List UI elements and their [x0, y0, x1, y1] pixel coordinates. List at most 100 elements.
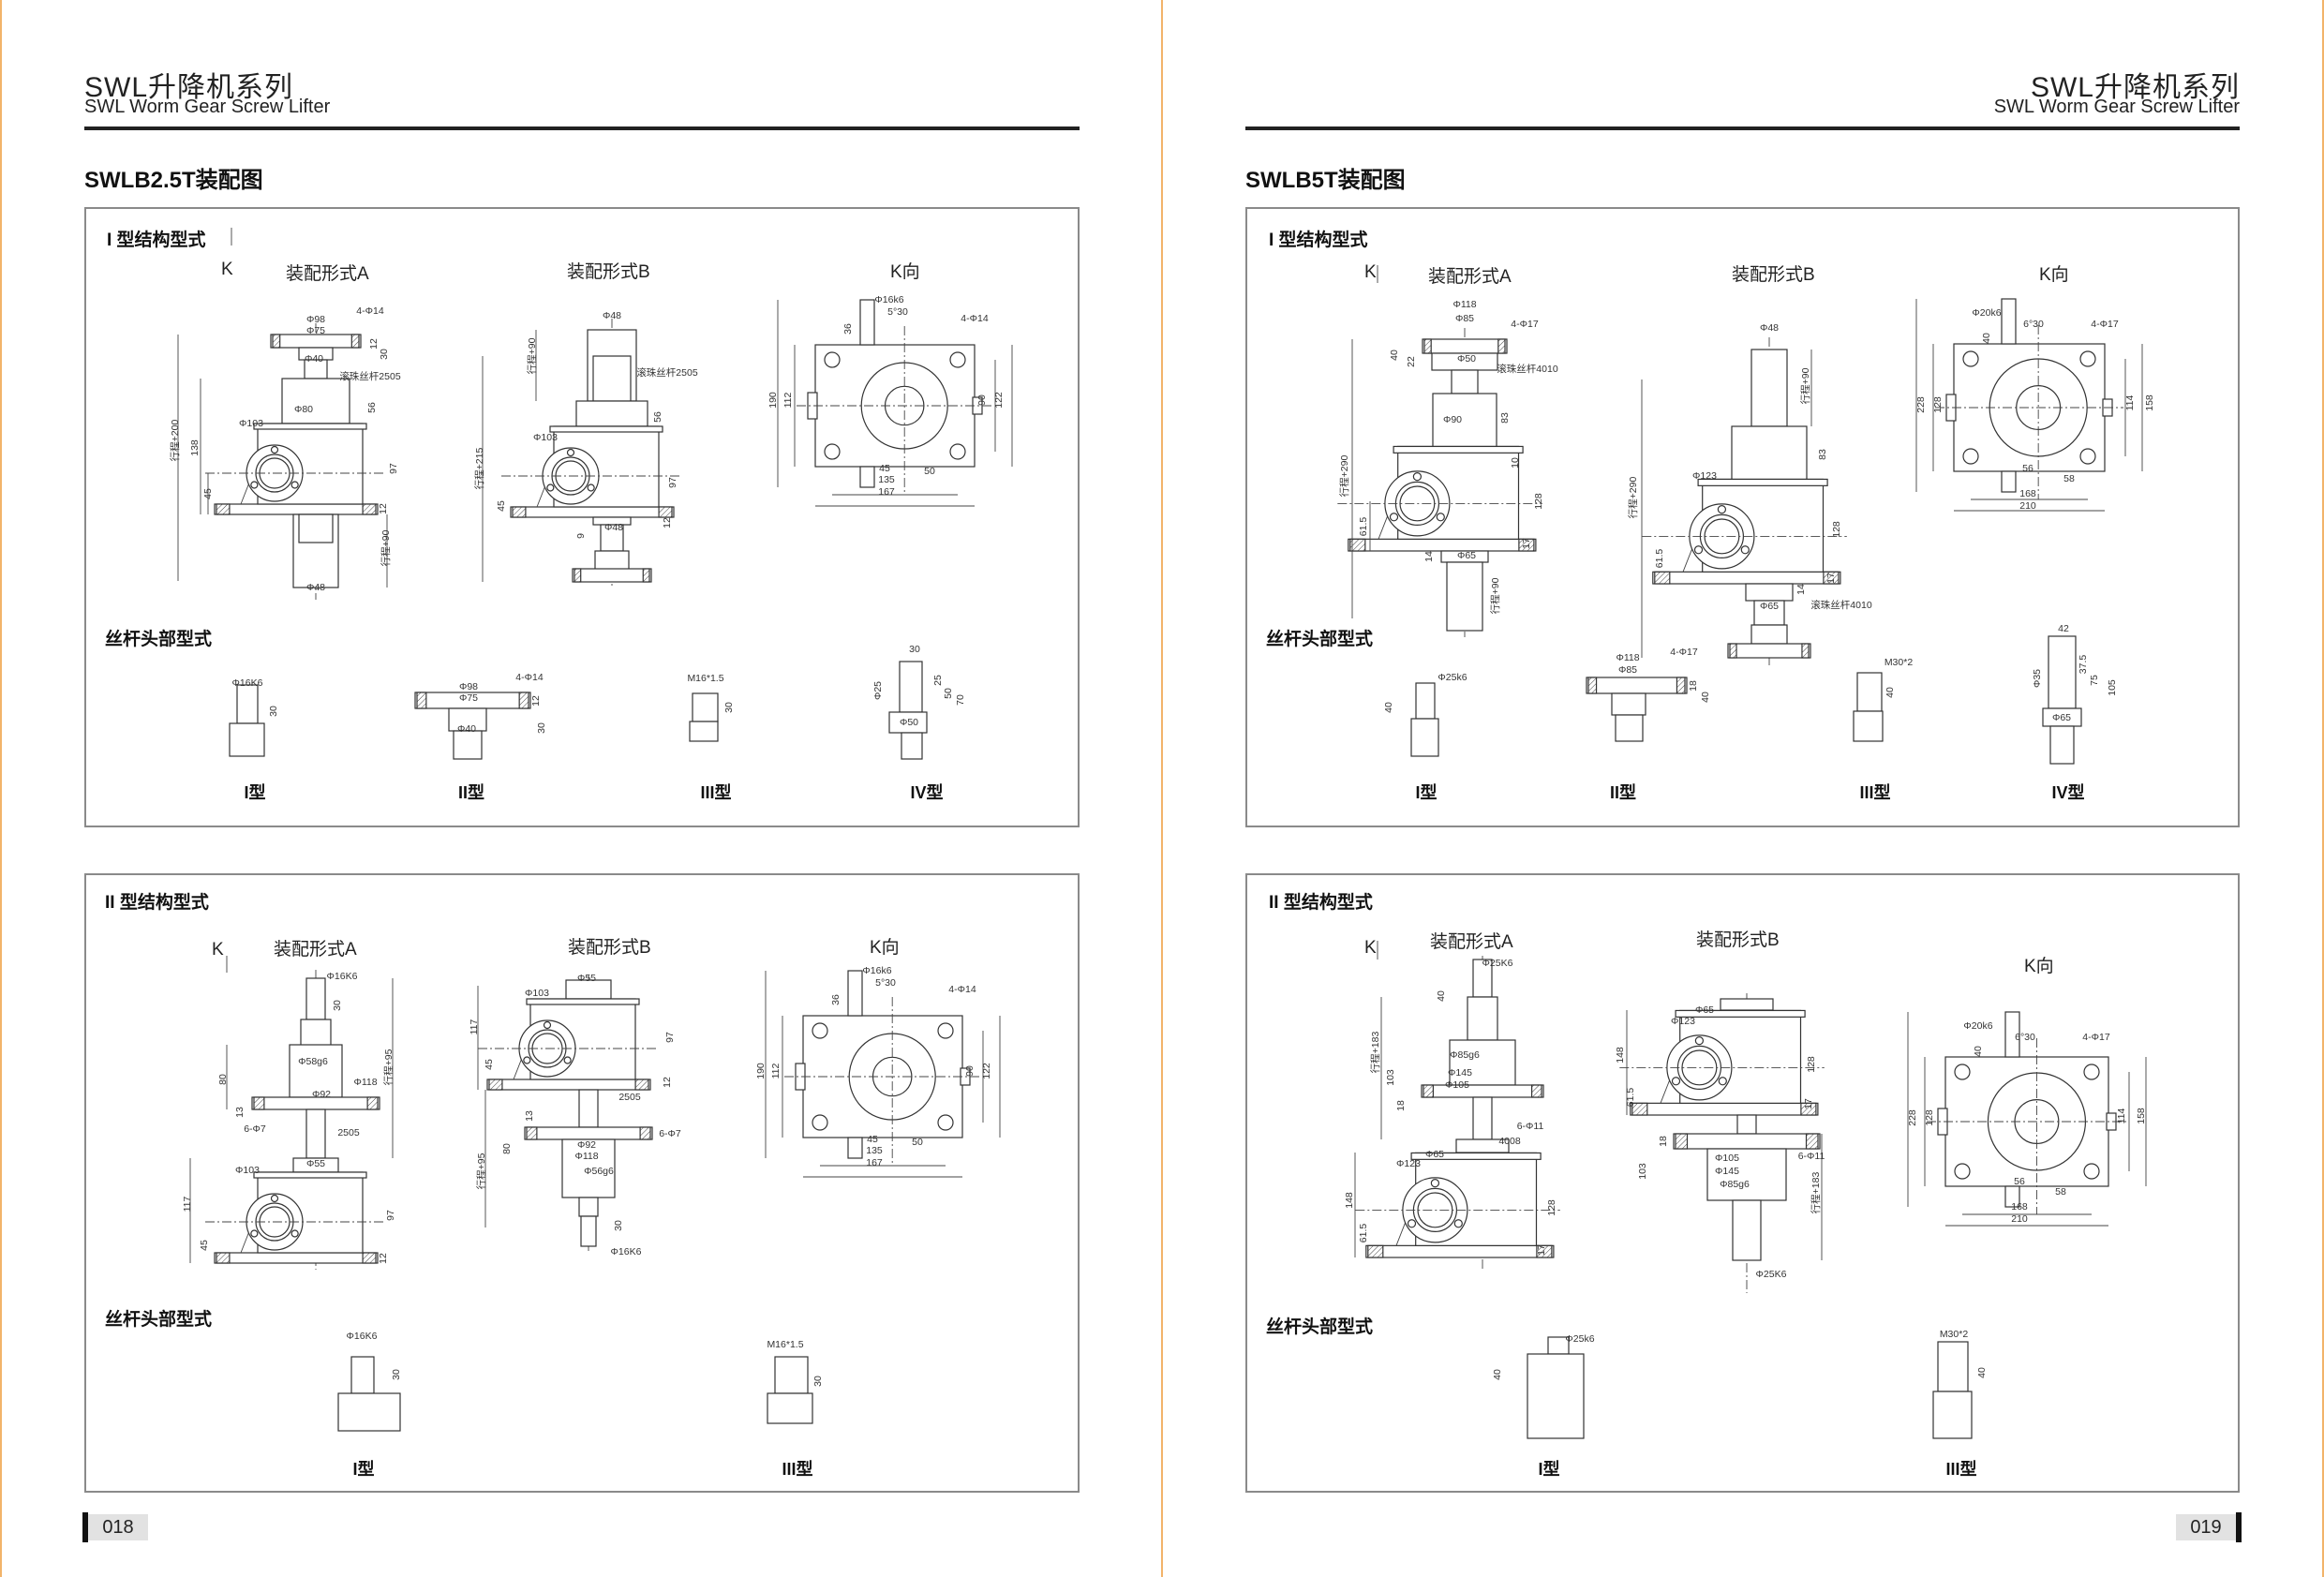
hatch-section [526, 1126, 538, 1140]
bolt-hole-icon [546, 484, 555, 492]
k-view-label: K向 [2024, 957, 2054, 976]
head-i-body [1527, 1353, 1585, 1439]
upper-housing [1432, 393, 1497, 448]
dimension-label: 128 [1932, 396, 1944, 413]
base-flange [1365, 1244, 1555, 1258]
dimension-label: 40 [1981, 333, 1992, 344]
dimension-label: Φ123 [1671, 1016, 1695, 1027]
dimension-label: 168 [2011, 1201, 2028, 1213]
dimension-label: M30*2 [1885, 657, 1914, 668]
head-iii-stub [689, 721, 719, 742]
k-view-label: K向 [2039, 265, 2069, 285]
dimension-label: 45 [199, 1240, 210, 1251]
dimension-label: Φ98 [459, 681, 478, 692]
ball-screw [1736, 1114, 1757, 1135]
header-subtitle: SWL Worm Gear Screw Lifter [84, 97, 331, 117]
bolt-hole-icon [1718, 1077, 1727, 1086]
head-iii-stub [767, 1392, 813, 1424]
hatch-section [1587, 677, 1598, 694]
mount-flange [1421, 1084, 1544, 1098]
hatch-section [362, 1252, 377, 1264]
bolt-hole-icon [1430, 1179, 1440, 1188]
hatch-section [658, 506, 673, 518]
page-fold-line [1161, 0, 1163, 1577]
dimension-label: 103 [1637, 1163, 1648, 1180]
dimension-label: 17 [1825, 573, 1837, 584]
upper-housing [281, 378, 350, 424]
dimension-label: 36 [830, 994, 842, 1005]
mount-hole-icon [949, 443, 966, 460]
bolt-hole-icon [290, 481, 299, 489]
head-i-stub [337, 1392, 401, 1432]
bolt-hole-icon [543, 1020, 552, 1030]
dimension-label: Φ16K6 [327, 971, 358, 982]
page-number: 019 [2176, 1514, 2236, 1540]
shaft [1732, 1199, 1762, 1261]
head-iv-clevis [2048, 635, 2077, 709]
head-type-label: III型 [782, 1459, 812, 1479]
mount-hole-icon [2079, 448, 2096, 465]
hatch-section [1530, 1084, 1542, 1098]
head-ii-flange [1586, 677, 1688, 694]
type-i-panel [1245, 207, 2240, 827]
dimension-label: 12 [378, 1253, 389, 1264]
dimension-label: Φ118 [574, 1151, 598, 1162]
dimension-label: 12 [662, 517, 673, 528]
dimension-label: M30*2 [1940, 1329, 1969, 1340]
bolt-hole-icon [1407, 1219, 1417, 1228]
dimension-label: 40 [1976, 1367, 1988, 1378]
dimension-label: 112 [782, 392, 794, 408]
dimension-label: 168 [2019, 488, 2036, 499]
dimension-label: 6°30 [2015, 1032, 2035, 1043]
collar [1745, 583, 1794, 602]
head-type-label: I型 [244, 782, 265, 802]
hatch-section [518, 692, 529, 709]
dimension-label: 40 [1383, 702, 1394, 713]
dimension-label: 117 [469, 1019, 480, 1034]
dimension-label: 40 [1389, 350, 1400, 361]
dimension-label: Φ103 [239, 418, 263, 429]
page-number-bar [2236, 1512, 2242, 1542]
head-iv-clevis [899, 661, 923, 713]
dimension-label: 135 [878, 474, 895, 485]
screw-end [592, 355, 632, 402]
dimension-label: 12 [530, 695, 542, 707]
dimension-label: 22 [1406, 356, 1417, 367]
dimension-label: 36 [842, 323, 854, 335]
dimension-label: 45 [496, 500, 507, 512]
hatch-section [1801, 643, 1810, 659]
dimension-label: 13 [524, 1110, 535, 1122]
dimension-label: 83 [1817, 449, 1828, 460]
dimension-label: Φ16k6 [874, 294, 903, 305]
section-title: SWLB2.5T装配图 [84, 168, 263, 193]
dimension-label: 122 [981, 1063, 992, 1079]
dimension-label: 30 [613, 1220, 624, 1231]
dimension-label: 2505 [337, 1127, 360, 1138]
head-i-shaft [350, 1356, 375, 1394]
head-type-label: III型 [1945, 1459, 1976, 1479]
dimension-label: 45 [879, 463, 890, 474]
worm-shaft-bottom [847, 1137, 863, 1159]
dimension-label: 148 [1615, 1047, 1626, 1064]
form-b-label: 装配形式B [567, 262, 650, 282]
hatch-section [1823, 571, 1840, 585]
header-title: SWL升降机系列 [84, 72, 294, 103]
dimension-label: Φ103 [525, 988, 549, 999]
head-iii-thread [1937, 1341, 1969, 1392]
dimension-label: Φ48 [603, 310, 621, 321]
dimension-label: 行程+200 [169, 420, 181, 462]
dimension-label: 50 [924, 466, 935, 477]
dimension-label: Φ75 [459, 692, 478, 704]
head-ii-stub [1615, 714, 1644, 742]
nut-housing [561, 1138, 616, 1198]
dimension-label: Φ65 [1425, 1149, 1444, 1160]
dimension-label: 滚珠丝杆4010 [1810, 599, 1872, 611]
hatch-section [639, 1126, 651, 1140]
hatch-section [642, 568, 650, 583]
base-flange [1652, 571, 1841, 585]
worm-shaft-top [847, 970, 863, 1017]
dimension-label: 114 [2116, 1108, 2127, 1123]
dimension-label: 83 [1499, 412, 1511, 424]
base-flange [214, 1252, 379, 1264]
dimension-label: 117 [182, 1196, 193, 1212]
